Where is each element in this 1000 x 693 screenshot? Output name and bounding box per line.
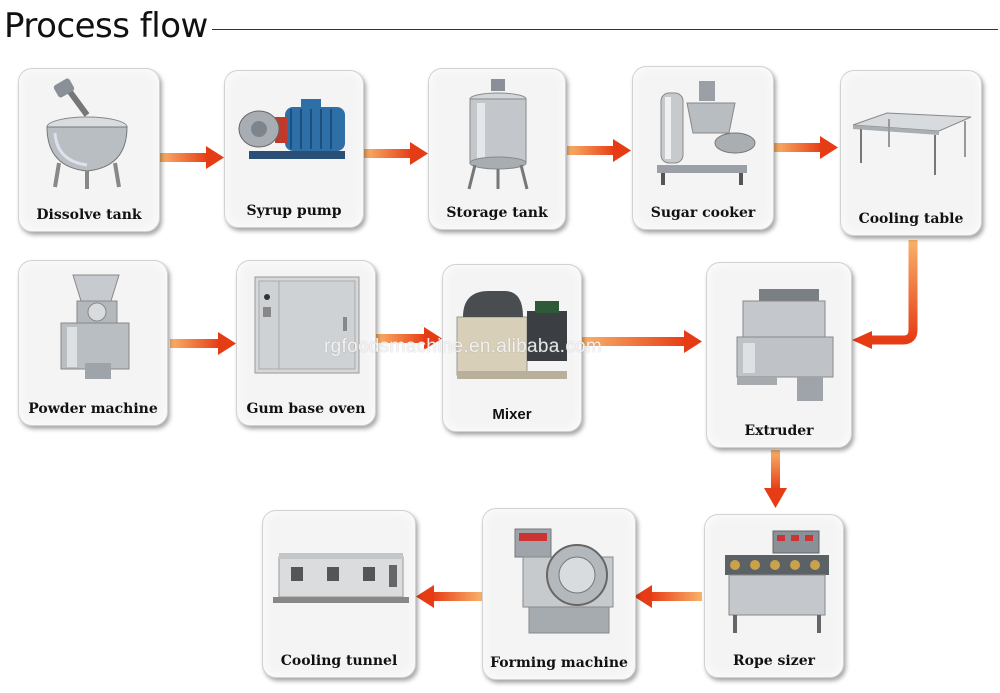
page-title: Process flow	[4, 6, 208, 46]
extruder-icon	[713, 269, 845, 413]
step-storage-tank: Storage tank	[428, 68, 566, 230]
step-cooling-tunnel: Cooling tunnel	[262, 510, 416, 678]
step-rope-sizer: Rope sizer	[704, 514, 844, 678]
step-extruder: Extruder	[706, 262, 852, 448]
storage-tank-icon	[435, 75, 559, 195]
mixer-icon	[449, 271, 575, 397]
step-label: Extruder	[744, 423, 814, 439]
step-label: Rope sizer	[733, 653, 815, 669]
step-label: Dissolve tank	[36, 207, 142, 223]
step-label: Mixer	[492, 406, 532, 423]
syrup-pump-icon	[231, 77, 357, 193]
step-label: Storage tank	[446, 205, 548, 221]
step-syrup-pump: Syrup pump	[224, 70, 364, 228]
step-cooling-table: Cooling table	[840, 70, 982, 236]
arrow-extruder-to-rope-sizer	[764, 450, 787, 508]
step-label: Syrup pump	[246, 203, 342, 219]
powder-machine-icon	[25, 267, 161, 391]
step-gum-base-oven: Gum base oven	[236, 260, 376, 426]
step-dissolve-tank: Dissolve tank	[18, 68, 160, 232]
title-divider	[212, 29, 998, 30]
cooling-tunnel-icon	[269, 517, 409, 643]
arrow-oven-to-mixer	[376, 327, 442, 350]
step-label: Cooling table	[858, 211, 964, 227]
arrow-pump-to-storage	[364, 142, 428, 165]
step-mixer: Mixer	[442, 264, 582, 432]
step-label: Gum base oven	[246, 401, 366, 417]
step-powder-machine: Powder machine	[18, 260, 168, 426]
arrow-cooker-to-table	[774, 136, 838, 159]
sugar-cooker-icon	[639, 73, 767, 195]
arrow-rope-sizer-to-forming	[634, 585, 702, 608]
arrow-mixer-to-extruder	[582, 330, 702, 353]
step-forming-machine: Forming machine	[482, 508, 636, 680]
arrow-forming-to-tunnel	[416, 585, 482, 608]
step-label: Sugar cooker	[650, 205, 756, 221]
dissolve-tank-icon	[25, 75, 153, 197]
forming-machine-icon	[489, 515, 629, 645]
cooling-table-icon	[847, 77, 975, 201]
step-sugar-cooker: Sugar cooker	[632, 66, 774, 230]
watermark: rgfoodsmachine.en.alibaba.com	[324, 336, 603, 357]
arrow-storage-to-cooker	[567, 139, 631, 162]
arrow-dissolve-to-pump	[160, 146, 224, 169]
step-label: Forming machine	[490, 655, 628, 671]
arrow-powder-to-oven	[170, 332, 236, 355]
arrow-table-to-extruder	[852, 240, 918, 349]
step-label: Powder machine	[28, 401, 158, 417]
step-label: Cooling tunnel	[280, 653, 398, 669]
rope-sizer-icon	[711, 521, 837, 643]
gum-base-oven-icon	[243, 267, 369, 391]
